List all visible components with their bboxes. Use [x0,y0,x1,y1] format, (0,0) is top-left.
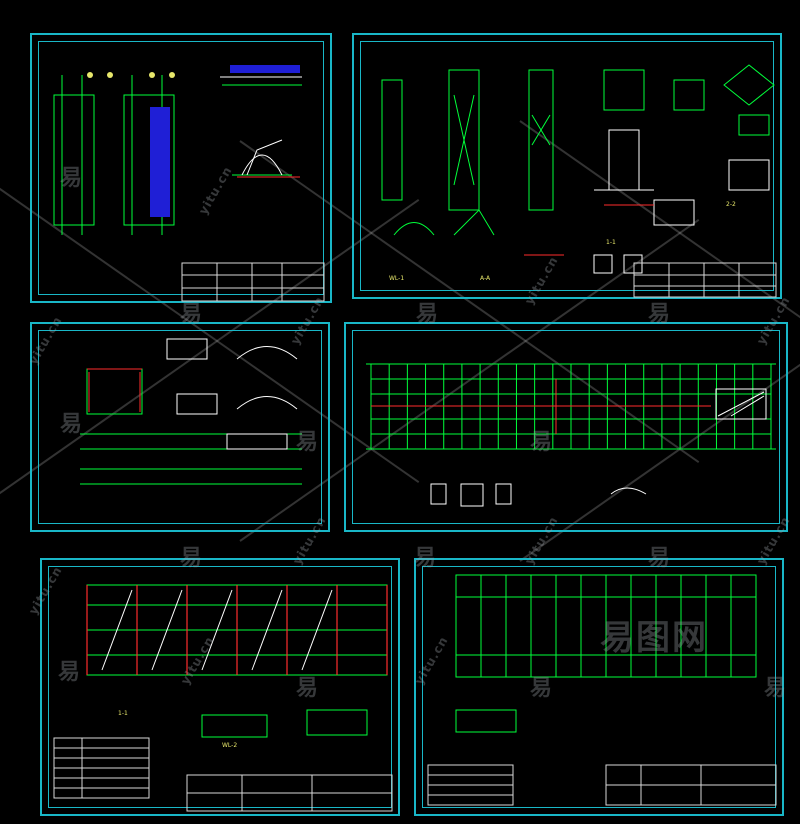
sheet-4-grid-plan [366,363,776,507]
drawing-sheet-4 [344,322,788,532]
drawing-sheet-5: WL-2 1-1 [40,558,400,816]
section-mark: A-A [480,275,491,282]
section-mark: 2-2 [726,201,736,208]
sheet-6-elevations [427,574,777,806]
drawing-sheet-3 [30,322,330,532]
sheet-inner-border [422,566,776,808]
sheet-inner-border [48,566,392,808]
sheet-3-drawing [80,338,302,485]
sheet-inner-border [360,41,774,291]
sheet-2-drawing [381,64,777,298]
drawing-sheet-2: WL-1 A-A 1-1 2-2 [352,33,782,299]
sheet-inner-border [38,41,324,295]
section-mark: WL-1 [389,275,405,282]
sheet-5-framing-plan [53,584,393,812]
section-mark: 1-1 [606,239,616,246]
section-mark: WL-2 [222,742,238,749]
sheet-1-drawing [53,65,325,302]
sheet-inner-border [38,330,322,524]
drawing-sheet-1 [30,33,332,303]
section-mark: 1-1 [118,710,128,717]
drawing-sheet-6 [414,558,784,816]
sheet-inner-border [352,330,780,524]
